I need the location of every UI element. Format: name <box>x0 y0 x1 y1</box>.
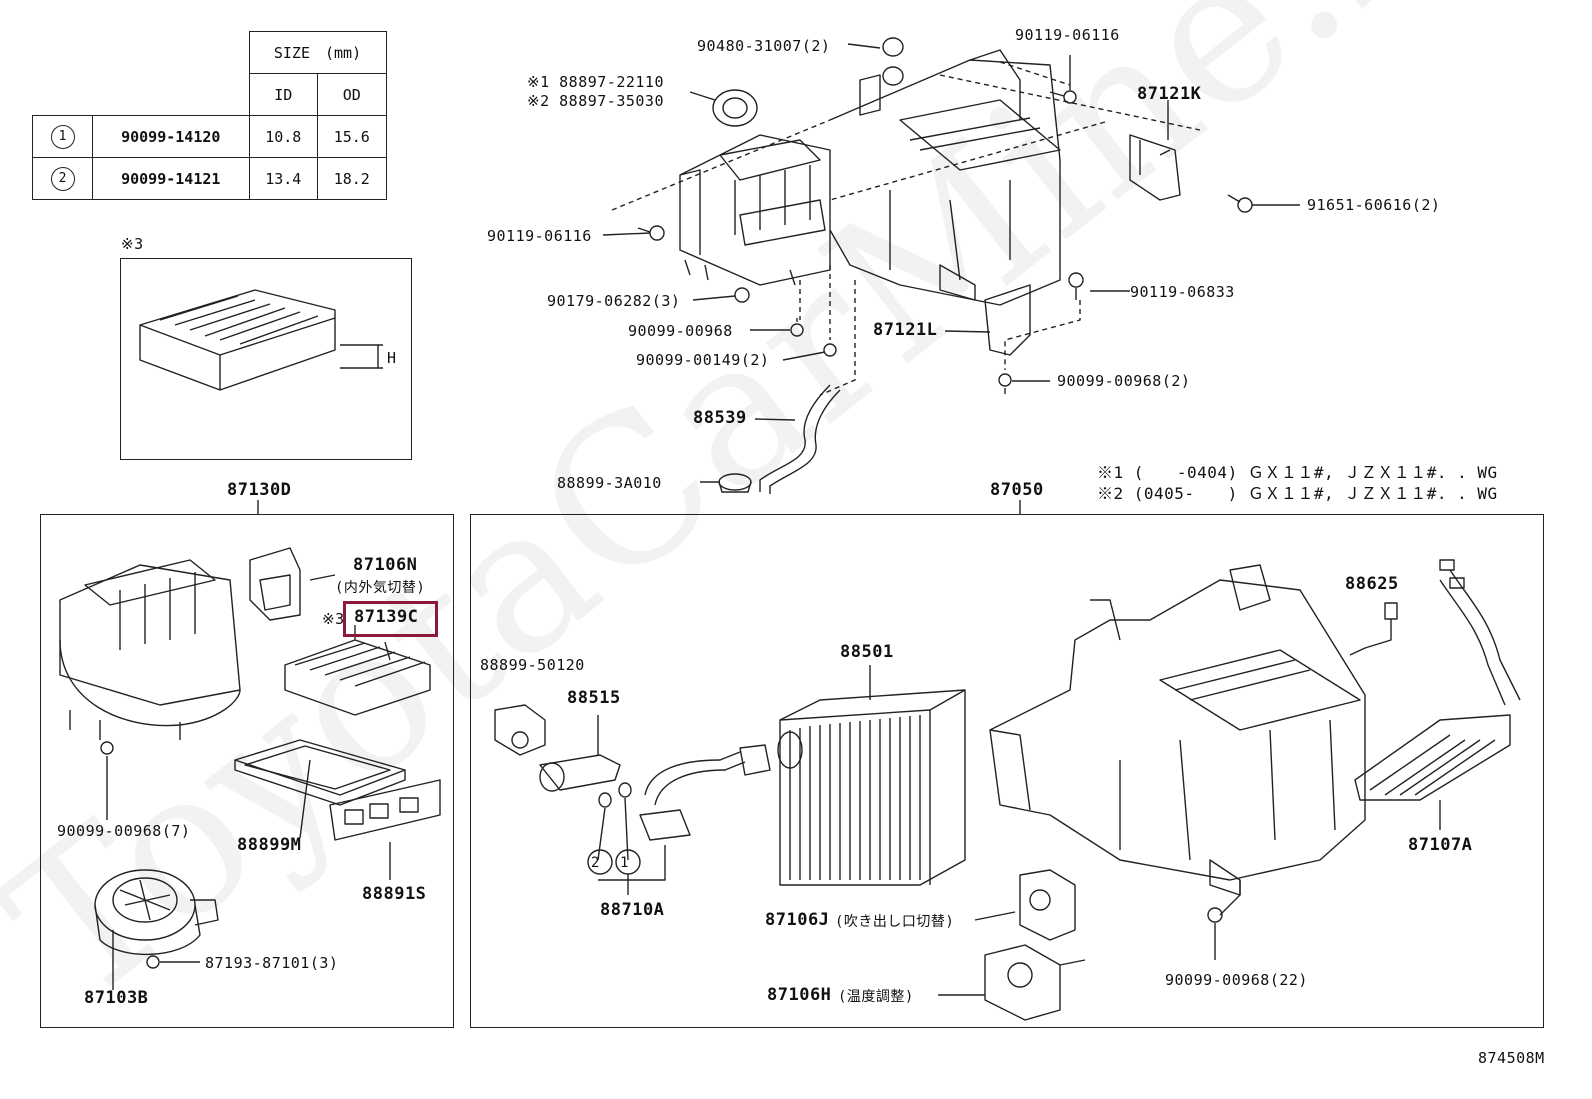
label-90480-31007: 90480-31007(2) <box>697 37 831 55</box>
upper-unit-drawing <box>602 37 1300 494</box>
label-87193-87101: 87193-87101(3) <box>205 954 339 972</box>
label-88897-22110: ※1 88897-22110 <box>527 73 664 91</box>
label-90179-06282: 90179-06282(3) <box>547 292 681 310</box>
size-header: SIZE (mm) <box>248 31 387 74</box>
label-90099-00968-left: 90099-00968(7) <box>57 822 191 840</box>
filter-detail-box <box>120 258 412 460</box>
label-87106J-description: (吹き出し口切替) <box>835 914 955 930</box>
label-90099-00149: 90099-00149(2) <box>636 351 770 369</box>
label-88897-35030: ※2 88897-35030 <box>527 92 664 110</box>
label-90119-06116-top: 90119-06116 <box>1015 26 1120 44</box>
label-88891S: 88891S <box>362 884 427 904</box>
part-number: 90099-14120 <box>92 115 250 158</box>
highlighted-part-frame <box>343 601 438 637</box>
table-row: 2 90099-14121 13.4 18.2 <box>32 157 387 200</box>
left-box-title: 87130D <box>227 480 292 500</box>
note-1: ※1 ( -0404) ＧＸ１１#, ＪＺＸ１１#. . WG <box>1097 463 1498 482</box>
size-table: SIZE (mm) ID OD 1 90099-14120 10.8 15.6 … <box>32 31 387 200</box>
label-88899M: 88899M <box>237 835 302 855</box>
circle-label-1: 1 <box>620 855 629 871</box>
label-87107A: 87107A <box>1408 835 1473 855</box>
label-87106J: 87106J <box>765 910 830 930</box>
diagram-code: 874508M <box>1478 1049 1545 1067</box>
label-88899-3A010: 88899-3A010 <box>557 474 662 492</box>
od-value: 15.6 <box>317 115 387 158</box>
label-87121L: 87121L <box>873 320 938 340</box>
blower-assembly-box <box>40 514 454 1028</box>
label-91651-60616: 91651-60616(2) <box>1307 196 1441 214</box>
label-90099-00968-top: 90099-00968 <box>628 322 733 340</box>
circle-mark: 1 <box>50 124 75 149</box>
label-88710A: 88710A <box>600 900 665 920</box>
col-od: OD <box>317 73 387 116</box>
note-3-mark: ※3 <box>322 610 345 628</box>
label-90099-00968-bracket: 90099-00968(2) <box>1057 372 1191 390</box>
table-row: 1 90099-14120 10.8 15.6 <box>32 115 387 158</box>
ac-unit-drawing <box>494 559 1521 1021</box>
label-87106H: 87106H <box>767 985 832 1005</box>
label-90119-06116-left: 90119-06116 <box>487 227 592 245</box>
filter-drawing <box>139 289 383 391</box>
label-88625: 88625 <box>1345 574 1399 594</box>
label-87106H-description: (温度調整) <box>838 989 914 1005</box>
label-87106N: 87106N <box>353 555 418 575</box>
col-id: ID <box>248 73 318 116</box>
filter-note-mark: ※3 <box>121 235 144 253</box>
label-87106N-description: (内外気切替) <box>335 580 426 596</box>
label-88515: 88515 <box>567 688 621 708</box>
label-88501: 88501 <box>840 642 894 662</box>
label-90119-06833: 90119-06833 <box>1130 283 1235 301</box>
right-box-title: 87050 <box>990 480 1044 500</box>
label-90099-00968-case: 90099-00968(22) <box>1165 971 1308 989</box>
circle-label-2: 2 <box>591 855 600 871</box>
part-number: 90099-14121 <box>92 157 250 200</box>
od-value: 18.2 <box>317 157 387 200</box>
filter-height-label: H <box>387 349 397 367</box>
air-conditioning-unit-box <box>470 514 1544 1028</box>
circle-mark: 2 <box>50 166 75 191</box>
id-value: 13.4 <box>248 157 318 200</box>
label-87139C: 87139C <box>354 607 419 627</box>
label-87121K: 87121K <box>1137 84 1202 104</box>
blower-drawing <box>59 547 441 990</box>
note-2: ※2 (0405- ) ＧＸ１１#, ＪＺＸ１１#. . WG <box>1097 484 1498 503</box>
label-88539: 88539 <box>693 408 747 428</box>
label-87103B: 87103B <box>84 988 149 1008</box>
label-88899-50120: 88899-50120 <box>480 656 585 674</box>
